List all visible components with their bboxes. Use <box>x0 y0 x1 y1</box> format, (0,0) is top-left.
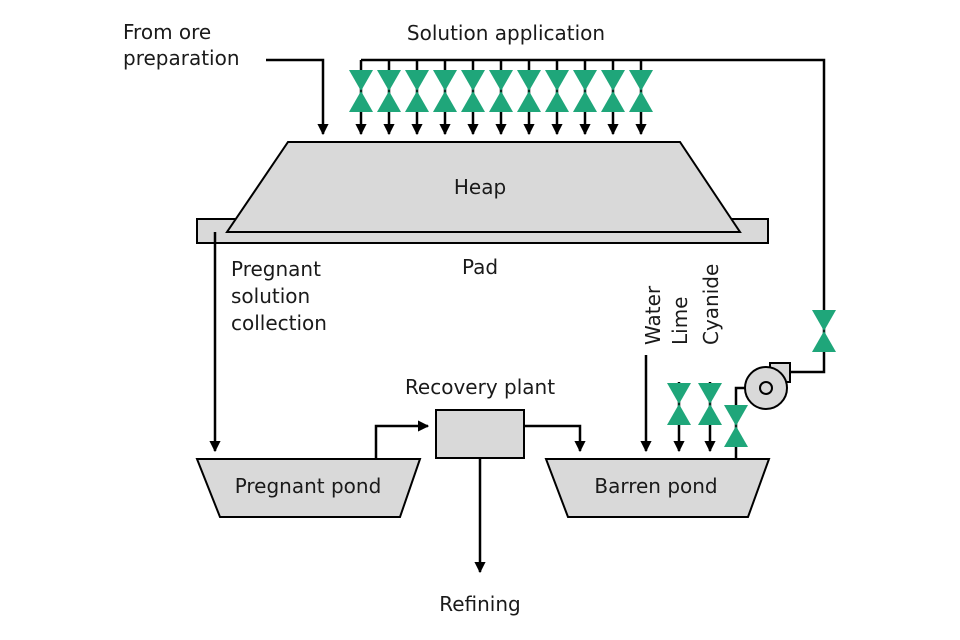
valve-icon <box>667 383 691 425</box>
valve-icon-bottom <box>724 426 748 447</box>
sprinkler-drop <box>349 60 373 136</box>
from-ore-label: From ore preparation <box>123 20 240 70</box>
pond-to-plant-arrow <box>374 420 430 459</box>
valve-icon <box>405 70 429 112</box>
barren-pond-label: Barren pond <box>594 474 717 498</box>
valve-icon-bottom <box>629 91 653 112</box>
sprinkler-drop <box>629 60 653 136</box>
valve-icon <box>812 310 836 352</box>
from-ore-line2: preparation <box>123 46 240 70</box>
valve-icon-bottom <box>545 91 569 112</box>
sprinkler-drop <box>433 60 457 136</box>
valve-icon <box>433 70 457 112</box>
valve-icon <box>489 70 513 112</box>
recovery-plant <box>435 409 525 459</box>
valve-icon <box>698 383 722 425</box>
pregnant-line2: solution <box>231 284 310 308</box>
ore-feed-arrow <box>266 58 329 136</box>
pregnant-pond <box>195 458 422 518</box>
pad-label: Pad <box>462 255 498 279</box>
pregnant-line3: collection <box>231 311 327 335</box>
valve-icon-bottom <box>405 91 429 112</box>
pregnant-pond-label: Pregnant pond <box>235 474 382 498</box>
valve-icon <box>601 70 625 112</box>
valve-icon <box>461 70 485 112</box>
valve-icon-bottom <box>601 91 625 112</box>
pregnant-collection-label: Pregnant solution collection <box>231 257 327 335</box>
valve-icon-bottom <box>698 404 722 425</box>
barren-pond <box>544 458 771 518</box>
valve-icon-top <box>629 70 653 91</box>
lime-label: Lime <box>668 297 692 346</box>
sprinkler-drop <box>517 60 541 136</box>
valve-icon-top <box>433 70 457 91</box>
from-ore-line1: From ore <box>123 20 211 44</box>
valve-icon-bottom <box>517 91 541 112</box>
valve-icon-top <box>461 70 485 91</box>
valve-icon-bottom <box>433 91 457 112</box>
valve-icon-top <box>812 310 836 331</box>
valve-icon <box>377 70 401 112</box>
valve-icon-top <box>405 70 429 91</box>
valve-icon-top <box>698 383 722 404</box>
valve-icon-top <box>517 70 541 91</box>
valve-icon <box>573 70 597 112</box>
valve-icon-top <box>489 70 513 91</box>
sprinkler-drop <box>545 60 569 136</box>
valve-icon <box>517 70 541 112</box>
water-label: Water <box>641 285 665 345</box>
heap <box>225 141 742 233</box>
valve-icon <box>629 70 653 112</box>
valve-icon-bottom <box>489 91 513 112</box>
valve-icon <box>349 70 373 112</box>
pump-icon <box>744 362 791 410</box>
valve-icon <box>724 405 748 447</box>
valve-icon-bottom <box>377 91 401 112</box>
heap-label: Heap <box>454 175 506 199</box>
recovery-plant-label: Recovery plant <box>405 375 555 399</box>
valve-icon-bottom <box>573 91 597 112</box>
valve-icon-top <box>573 70 597 91</box>
sprinkler-drop <box>601 60 625 136</box>
plant-to-barren-arrow <box>524 424 586 453</box>
valve-icon-top <box>601 70 625 91</box>
sprinkler-array <box>349 60 653 136</box>
sprinkler-drop <box>461 60 485 136</box>
refining-label: Refining <box>439 592 521 616</box>
cyanide-label: Cyanide <box>699 264 723 345</box>
sprinkler-drop <box>377 60 401 136</box>
valve-icon-top <box>349 70 373 91</box>
valve-icon-top <box>377 70 401 91</box>
sprinkler-drop <box>405 60 429 136</box>
valve-icon-bottom <box>812 331 836 352</box>
solution-application-label: Solution application <box>407 21 605 45</box>
valve-icon-top <box>667 383 691 404</box>
valve-icon-bottom <box>461 91 485 112</box>
sprinkler-drop <box>489 60 513 136</box>
solution-header-pipe <box>361 58 826 374</box>
valve-icon-bottom <box>667 404 691 425</box>
valve-icon-bottom <box>349 91 373 112</box>
valve-icon-top <box>724 405 748 426</box>
valve-icon <box>545 70 569 112</box>
sprinkler-drop <box>573 60 597 136</box>
pregnant-line1: Pregnant <box>231 257 321 281</box>
valve-icon-top <box>545 70 569 91</box>
